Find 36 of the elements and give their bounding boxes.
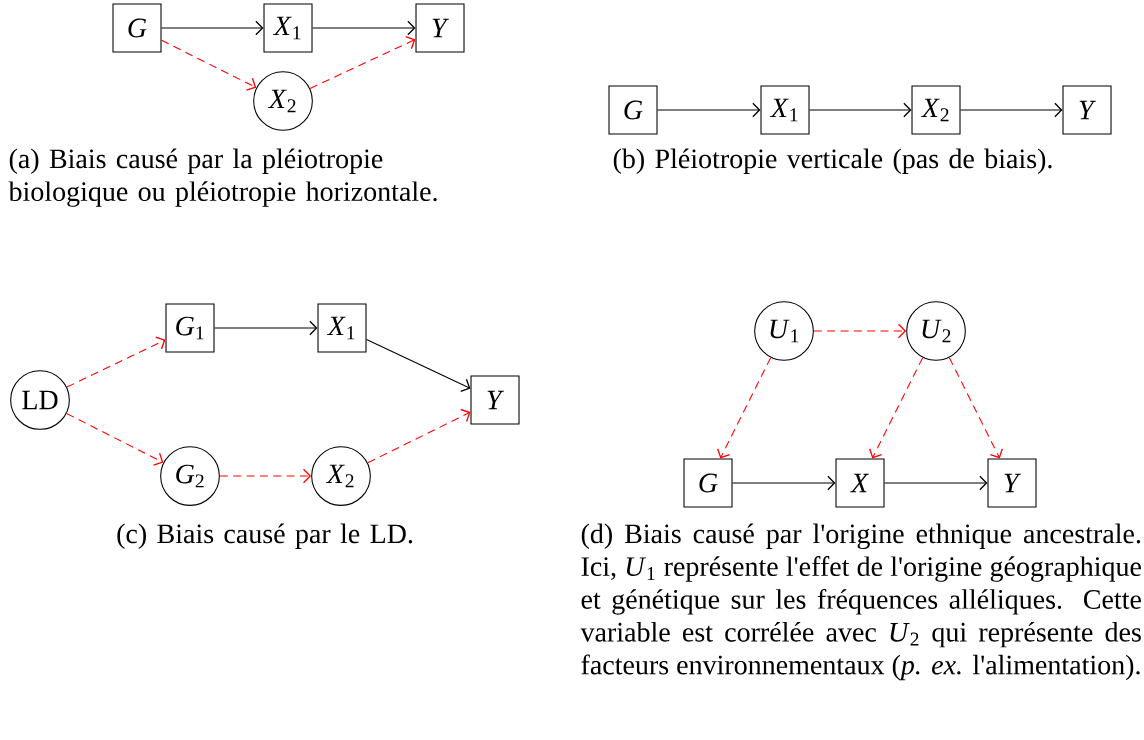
variable-box: Y xyxy=(1062,85,1112,135)
variable-box: Y xyxy=(987,458,1037,508)
arrow xyxy=(367,408,471,464)
variable-box: X$_{1}$ xyxy=(317,303,367,353)
arrow xyxy=(657,102,761,118)
arrow xyxy=(214,320,318,336)
arrow xyxy=(219,468,312,484)
arrow xyxy=(717,357,772,459)
arrow xyxy=(813,323,907,339)
caption: (a) Biais causé par la pléiotropie biologique ou pléiotropie horizontale. xyxy=(8,148,437,207)
arrow xyxy=(312,20,416,36)
arrow xyxy=(948,357,1003,459)
caption: (c) Biais causé par le LD. xyxy=(117,523,413,549)
caption: (d) Biais causé par l'origine ethnique ancestrale. Ici, U$_{1}$ représente l'effet de l'origine géographique et génétique sur les fréquences alléliques. Cette variable est corrélée avec U$_{2}$ qui représente des facteurs environnementaux (p. ex. l'alimentation). xyxy=(580,523,1141,681)
variable-box: X$_{2}$ xyxy=(911,85,961,135)
arrow xyxy=(732,475,836,491)
arrow xyxy=(809,102,912,118)
arrow xyxy=(66,336,166,388)
arrow xyxy=(309,35,416,89)
variable-box: G$_{1}$ xyxy=(165,303,215,353)
variable-box: Y xyxy=(470,375,520,425)
arrow xyxy=(366,339,471,392)
variable-box: X xyxy=(835,458,885,508)
variable-box: G xyxy=(608,85,658,135)
variable-box: Y xyxy=(415,3,465,53)
arrow xyxy=(66,412,164,466)
arrow xyxy=(869,357,924,459)
variable-box: X$_{1}$ xyxy=(263,3,313,53)
variable-box: G xyxy=(683,458,733,508)
arrow xyxy=(161,39,257,91)
caption: (b) Pléiotropie verticale (pas de biais). xyxy=(613,148,1052,174)
arrow xyxy=(884,475,988,491)
variable-box: X$_{1}$ xyxy=(760,85,810,135)
arrow xyxy=(960,102,1063,118)
arrow xyxy=(161,20,264,36)
variable-box: G xyxy=(112,3,162,53)
